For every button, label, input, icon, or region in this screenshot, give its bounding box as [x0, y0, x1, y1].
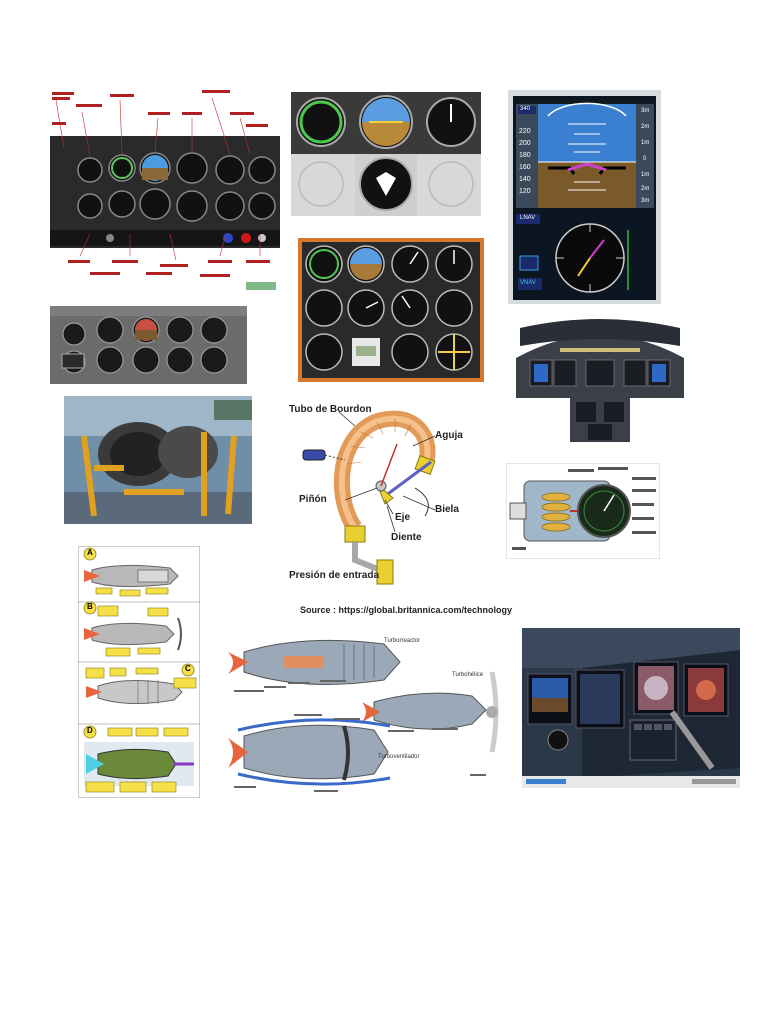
bourdon-tooth-label: Diente — [391, 532, 422, 543]
jet-engine-stand-photo — [64, 396, 252, 524]
turboprop-label: Turbohélice — [452, 672, 484, 678]
pfd-speed-mark: 200 — [519, 140, 531, 147]
pfd-alt-mark: 3m — [641, 198, 650, 204]
bourdon-tube-diagram: Tubo de Bourdon Aguja Piñón Biela Eje Di… — [285, 400, 475, 600]
engine-types-abcd: A B C D — [78, 546, 200, 798]
pfd-alt-mark: 1m — [641, 172, 650, 178]
pfd-alt-mark: 0 — [643, 156, 647, 162]
bourdon-tube-label: Tubo de Bourdon — [289, 404, 372, 415]
pfd-alt-mark: 2m — [641, 186, 650, 192]
nine-gauge-panel — [298, 238, 484, 382]
bourdon-rod-label: Biela — [435, 504, 459, 515]
cessna-panel-photo — [50, 306, 247, 384]
bourdon-needle-label: Aguja — [435, 430, 463, 441]
engine-stage-b: B — [87, 602, 93, 611]
airliner-cockpit-render — [510, 318, 690, 442]
cockpit-photo — [522, 628, 740, 788]
turbojet-label: Turborreactor — [384, 638, 421, 644]
turbofan-label: Turboventilador — [378, 754, 420, 760]
pfd-alt-mark: 2m — [641, 124, 650, 130]
engine-stage-d: D — [87, 726, 93, 735]
bourdon-axis-label: Eje — [395, 512, 411, 523]
pfd-speed-mark: 160 — [519, 164, 531, 171]
pfd-speed-mark: 180 — [519, 152, 531, 159]
pfd-vnav-label: VNAV — [520, 280, 536, 286]
cessna-annotated-panel — [50, 88, 280, 296]
pfd-alt-mark: 3m — [641, 108, 650, 114]
pfd-speed-mark: 140 — [519, 176, 531, 183]
primary-flight-display: 340 220 200 180 160 140 120 3m 2m 1m 0 1… — [508, 90, 661, 304]
pfd-alt-mark: 1m — [641, 140, 650, 146]
engine-stage-c: C — [185, 664, 191, 673]
pfd-speed-mark: 120 — [519, 188, 531, 195]
altimeter-cutaway — [506, 463, 660, 559]
bourdon-inlet-label: Presión de entrada — [289, 570, 380, 581]
bourdon-source-caption: Source : https://global.britannica.com/t… — [300, 605, 513, 615]
pfd-speed-top: 340 — [520, 106, 531, 112]
bourdon-pinion-label: Piñón — [299, 494, 327, 505]
engine-comparison-diagram: Turborreactor Turbohélice Turboventilado… — [224, 622, 514, 798]
six-pack-instruments — [291, 92, 481, 216]
pfd-speed-mark: 220 — [519, 128, 531, 135]
engine-stage-a: A — [87, 548, 93, 557]
pfd-lnav-label: LNAV — [520, 215, 536, 221]
